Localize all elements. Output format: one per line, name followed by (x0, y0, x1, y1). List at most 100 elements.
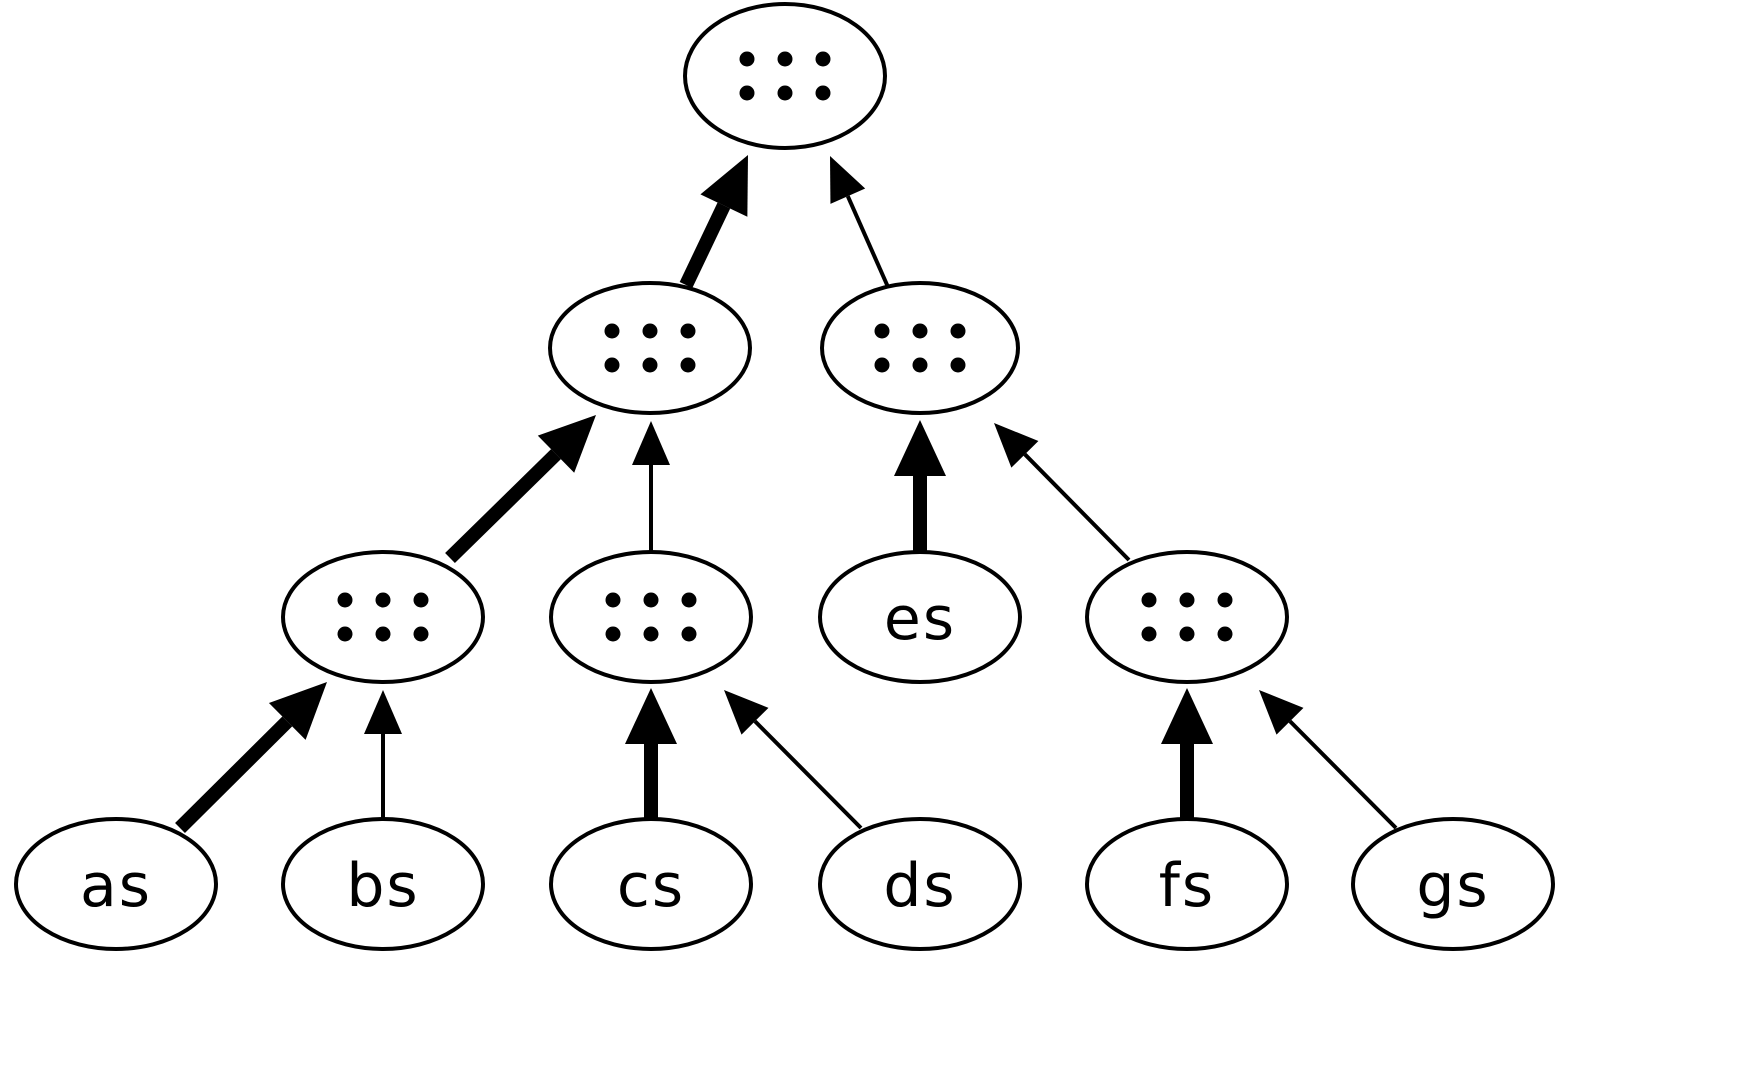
edge-gs-to-l4 (1259, 690, 1398, 830)
node-label: gs (1416, 851, 1489, 921)
ellipsis-dot (950, 323, 966, 339)
ellipsis-dot (1141, 592, 1157, 608)
edge-m2-to-top (830, 156, 890, 288)
node-label: ds (883, 851, 956, 921)
ellipsis-dot (413, 626, 429, 642)
node-label: es (884, 584, 956, 654)
node-label: fs (1159, 851, 1215, 921)
node-label: cs (617, 851, 685, 921)
edge-arrowhead (1259, 690, 1304, 735)
edge-m1-to-top (679, 155, 748, 289)
edge-arrowhead (724, 690, 769, 735)
node-outline[interactable] (818, 817, 1022, 951)
edge-as-to-l1 (175, 682, 327, 833)
ellipsis-dot (605, 626, 621, 642)
edge-arrowhead (894, 420, 946, 476)
ellipsis-dot (739, 51, 755, 67)
node-outline[interactable] (14, 817, 218, 951)
ellipsis-dot (642, 357, 658, 373)
node-outline[interactable] (818, 550, 1022, 684)
ellipsis-icon (1141, 592, 1233, 642)
ellipsis-dot (680, 323, 696, 339)
edge-shaft (1023, 452, 1131, 562)
node-outline[interactable] (1085, 817, 1289, 951)
node-outline[interactable] (548, 281, 752, 415)
edge-fs-to-l4 (1161, 688, 1213, 819)
node-outline[interactable] (820, 281, 1020, 415)
edge-shaft (845, 195, 890, 288)
node-outline[interactable] (281, 817, 485, 951)
ellipsis-dot (375, 592, 391, 608)
ellipsis-dot (643, 592, 659, 608)
edge-arrowhead (537, 415, 596, 473)
ellipsis-dot (777, 51, 793, 67)
ellipsis-dot (604, 323, 620, 339)
node-es[interactable]: es (818, 550, 1022, 684)
edge-l2-to-m1 (632, 421, 670, 552)
edge-l4-to-m2 (994, 423, 1131, 562)
ellipsis-dot (739, 85, 755, 101)
edge-arrowhead (268, 682, 327, 740)
node-l4[interactable] (1085, 550, 1289, 684)
ellipsis-dot (680, 357, 696, 373)
edge-arrowhead (830, 156, 866, 204)
ellipsis-dot (642, 323, 658, 339)
node-outline[interactable] (281, 550, 485, 684)
edge-arrowhead (625, 688, 677, 744)
node-l1[interactable] (281, 550, 485, 684)
node-m2[interactable] (820, 281, 1020, 415)
edge-bs-to-l1 (364, 690, 402, 819)
edge-l1-to-m1 (445, 415, 596, 564)
edges-layer (175, 155, 1398, 833)
ellipsis-dot (1217, 626, 1233, 642)
node-gs[interactable]: gs (1351, 817, 1555, 951)
ellipsis-dot (874, 357, 890, 373)
node-outline[interactable] (683, 2, 887, 150)
node-outline[interactable] (549, 817, 753, 951)
node-outline[interactable] (549, 550, 753, 684)
ellipsis-icon (604, 323, 696, 373)
ellipsis-dot (912, 357, 928, 373)
ellipsis-dot (815, 85, 831, 101)
ellipsis-dot (681, 592, 697, 608)
ellipsis-dot (777, 85, 793, 101)
edge-es-to-m2 (894, 420, 946, 552)
ellipsis-dot (337, 626, 353, 642)
edge-shaft (679, 202, 731, 289)
ellipsis-dot (681, 626, 697, 642)
node-as[interactable]: as (14, 817, 218, 951)
node-outline[interactable] (1351, 817, 1555, 951)
node-fs[interactable]: fs (1085, 817, 1289, 951)
edge-arrowhead (632, 421, 670, 465)
node-bs[interactable]: bs (281, 817, 485, 951)
edge-shaft (1288, 719, 1398, 830)
edge-arrowhead (1161, 688, 1213, 744)
ellipsis-dot (375, 626, 391, 642)
node-top[interactable] (683, 2, 887, 150)
ellipsis-icon (337, 592, 429, 642)
edge-arrowhead (364, 690, 402, 734)
node-l2[interactable] (549, 550, 753, 684)
edge-ds-to-l2 (724, 690, 863, 830)
node-label: as (80, 851, 152, 921)
ellipsis-dot (912, 323, 928, 339)
edge-cs-to-l2 (625, 688, 677, 819)
ellipsis-dot (604, 357, 620, 373)
ellipsis-dot (815, 51, 831, 67)
ellipsis-dot (1179, 592, 1195, 608)
node-ds[interactable]: ds (818, 817, 1022, 951)
ellipsis-dot (874, 323, 890, 339)
edge-arrowhead (700, 155, 748, 217)
ellipsis-icon (605, 592, 697, 642)
edge-shaft (445, 449, 561, 564)
ellipsis-icon (739, 51, 831, 101)
ellipsis-dot (337, 592, 353, 608)
ellipsis-dot (1141, 626, 1157, 642)
node-label: bs (346, 851, 419, 921)
node-cs[interactable]: cs (549, 817, 753, 951)
node-outline[interactable] (1085, 550, 1289, 684)
node-m1[interactable] (548, 281, 752, 415)
ellipsis-icon (874, 323, 966, 373)
